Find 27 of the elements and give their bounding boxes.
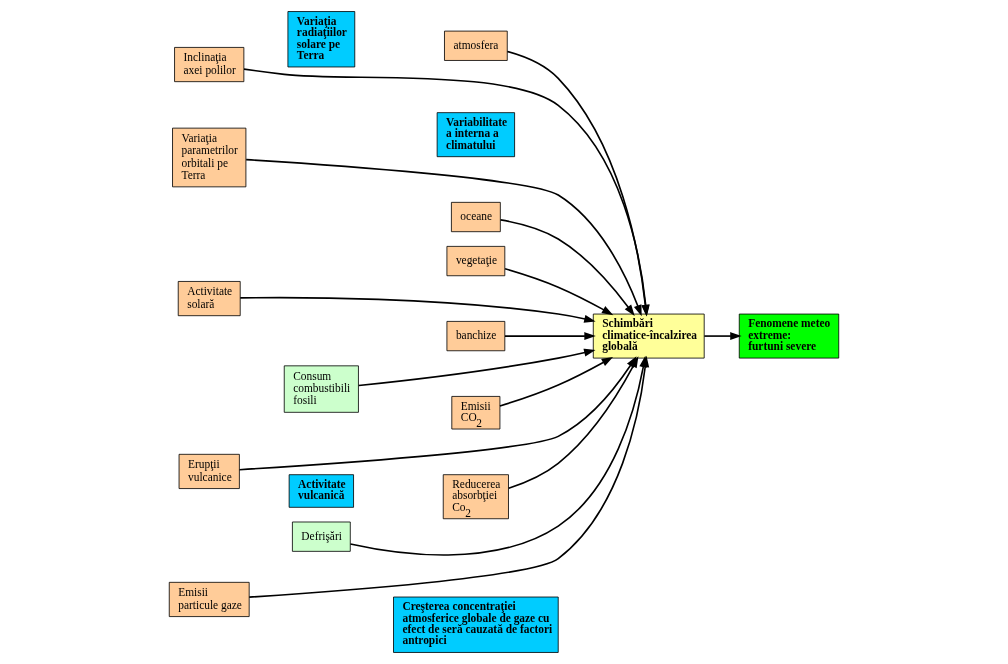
node-box: Inclinaţia axei polilor [174, 47, 245, 83]
node-box: Schimbări climatice-încalzirea globală [592, 313, 705, 359]
node-box: Creşterea concentraţiei atmosferice globale de gaze cu efect de seră cauzată de factori antropici [393, 596, 559, 653]
arrow [245, 158, 642, 317]
arrow [499, 219, 635, 316]
arrow [239, 296, 596, 323]
node-box: banchize [446, 321, 506, 352]
arrow [703, 332, 742, 341]
node-box: oceane [451, 201, 501, 233]
node-box: Activitate solară [177, 281, 241, 317]
node-box: Emisii particule gaze [168, 581, 250, 617]
node-box: Consum combustibili fosili [283, 365, 359, 413]
node-box: Defrişări [291, 521, 351, 552]
arrow [506, 50, 650, 317]
node-box: Erupţii vulcanice [178, 453, 240, 489]
arrow [504, 267, 614, 316]
node-box: Variaţia radiaţiilor solare pe Terra [287, 11, 356, 68]
arrow [504, 332, 596, 341]
node-box: vegetaţie [446, 245, 506, 277]
node-box: Variaţia parametrilor orbitali pe Terra [172, 127, 247, 188]
arrow [499, 356, 614, 407]
node-box: Fenomene meteo extreme: furtuni severe [738, 313, 840, 359]
node-box: Activitate vulcanică [288, 474, 354, 508]
node-box: Variabilitate a interna a climatului [436, 112, 515, 158]
node-box: atmosfera [444, 30, 508, 61]
arrow [243, 68, 650, 317]
arrow [357, 348, 596, 387]
